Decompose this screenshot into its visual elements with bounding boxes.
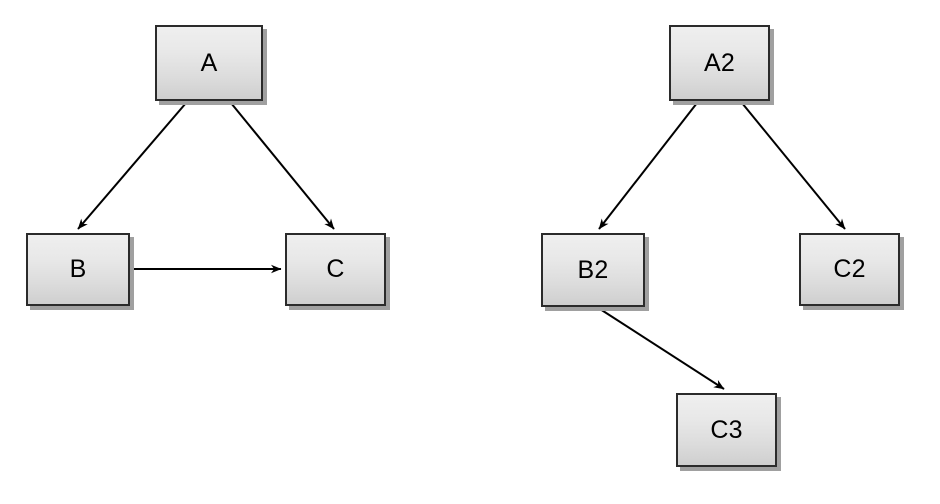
- node-a[interactable]: A: [155, 25, 263, 101]
- node-label: B2: [577, 255, 609, 284]
- edge-b2-to-c3: [599, 308, 725, 390]
- node-c[interactable]: C: [285, 233, 386, 306]
- node-c2[interactable]: C2: [799, 233, 900, 306]
- node-label: C: [326, 255, 345, 283]
- edge-a-to-c: [230, 102, 335, 230]
- node-label: A: [200, 48, 218, 77]
- edge-a2-to-b2: [598, 102, 698, 230]
- node-label: B: [69, 255, 87, 283]
- node-a2[interactable]: A2: [669, 25, 770, 101]
- node-c3[interactable]: C3: [676, 393, 777, 467]
- edge-a2-to-c2: [741, 102, 846, 230]
- node-label: C3: [710, 415, 743, 444]
- edge-a-to-b: [77, 102, 187, 230]
- node-b2[interactable]: B2: [541, 233, 645, 307]
- node-b[interactable]: B: [26, 233, 130, 306]
- node-label: A2: [704, 48, 735, 77]
- node-label: C2: [833, 255, 866, 283]
